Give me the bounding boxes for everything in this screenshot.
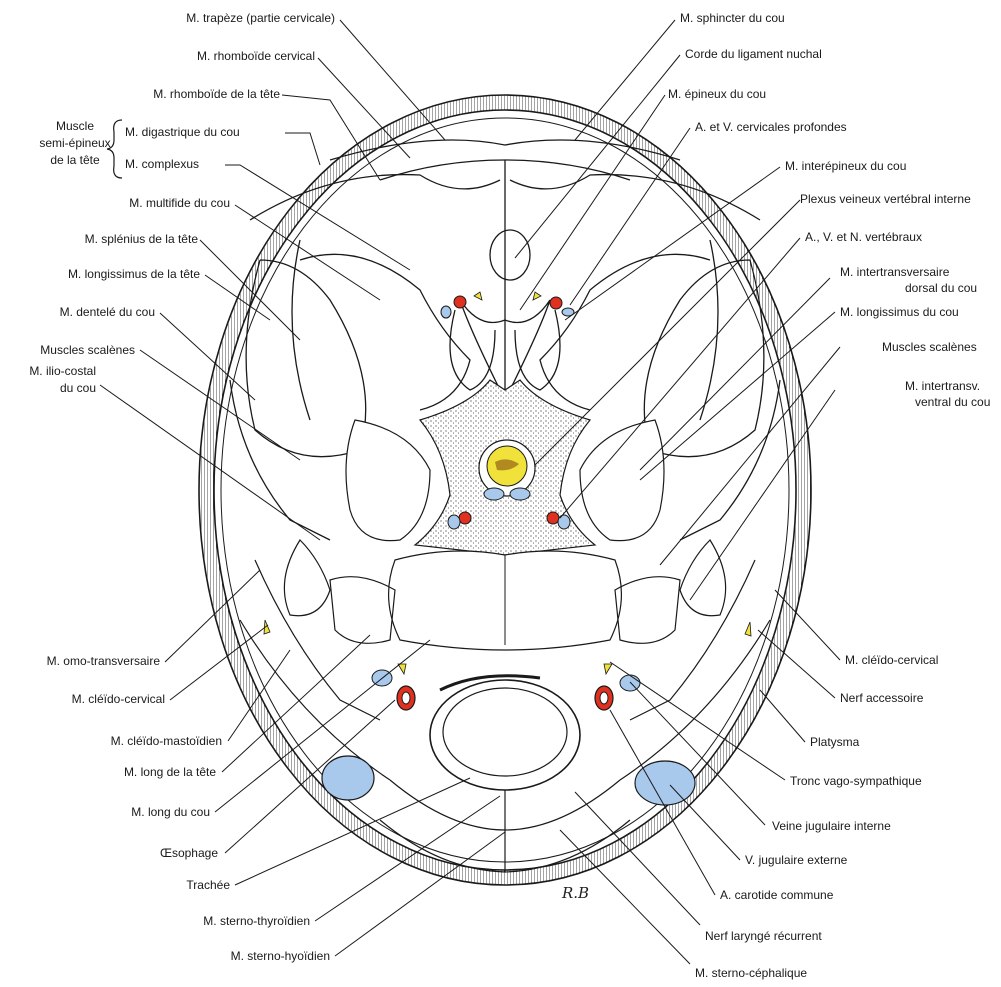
label-rhomboide-tete: M. rhomboïde de la tête <box>153 87 280 101</box>
label-sterno-thyroidien: M. sterno-thyroïdien <box>203 914 310 928</box>
label-cleido-mastoidien: M. cléïdo-mastoïdien <box>111 734 222 748</box>
label-long-tete: M. long de la tête <box>124 765 216 779</box>
label-omo-transversaire: M. omo-transversaire <box>47 654 161 668</box>
label-longissimus-cou: M. longissimus du cou <box>840 305 959 319</box>
label-long-cou: M. long du cou <box>131 805 210 819</box>
label-complexus: M. complexus <box>125 157 199 171</box>
label-digastrique: M. digastrique du cou <box>125 125 240 139</box>
label-carotide: A. carotide commune <box>720 888 834 902</box>
label-longissimus-tete: M. longissimus de la tête <box>68 267 200 281</box>
label-trachee: Trachée <box>186 878 230 892</box>
label-tronc-vago: Tronc vago-sympathique <box>790 774 922 788</box>
label-veine-jugulaire-int: Veine jugulaire interne <box>772 819 891 833</box>
label-semi-epineux-2: semi-épineux <box>39 136 110 150</box>
label-trapeze: M. trapèze (partie cervicale) <box>186 11 335 25</box>
label-semi-epineux-3: de la tête <box>50 153 100 167</box>
label-scalenes-left: Muscles scalènes <box>40 343 135 357</box>
label-dentele: M. dentelé du cou <box>60 305 155 319</box>
label-v-jugulaire-ext: V. jugulaire externe <box>745 853 848 867</box>
label-plexus: Plexus veineux vertébral interne <box>800 192 971 206</box>
label-interepineux: M. interépineux du cou <box>785 159 906 173</box>
label-sterno-cephalique: M. sterno-céphalique <box>695 966 807 980</box>
label-corde: Corde du ligament nuchal <box>685 47 822 61</box>
label-nerf-accessoire: Nerf accessoire <box>840 691 924 705</box>
label-rhomboide-cervical: M. rhomboïde cervical <box>197 49 315 63</box>
label-ilio-costal-2: du cou <box>60 381 96 395</box>
label-nerf-laryngé: Nerf laryngé récurrent <box>705 929 822 943</box>
label-cleido-cervical-left: M. cléïdo-cervical <box>72 692 165 706</box>
label-multifide: M. multifide du cou <box>129 196 230 210</box>
label-av-cervicales: A. et V. cervicales profondes <box>695 120 847 134</box>
label-intertransv-ventral-2: ventral du cou <box>915 395 990 409</box>
label-oesophage: Œsophage <box>160 846 218 860</box>
label-avn-vertebraux: A., V. et N. vertébraux <box>805 230 922 244</box>
label-sterno-hyoidien: M. sterno-hyoïdien <box>231 949 330 963</box>
label-epineux: M. épineux du cou <box>668 87 766 101</box>
label-semi-epineux-1: Muscle <box>56 119 94 133</box>
label-splenius: M. splénius de la tête <box>85 232 199 246</box>
label-cleido-cervical-right: M. cléïdo-cervical <box>845 653 938 667</box>
label-platysma: Platysma <box>810 735 860 749</box>
brace-icon <box>107 120 122 178</box>
label-scalenes-right: Muscles scalènes <box>882 340 977 354</box>
label-intertransv-ventral-1: M. intertransv. <box>905 379 980 393</box>
label-intertrans-dorsal-1: M. intertransversaire <box>840 265 950 279</box>
artist-signature: R.B <box>561 884 589 902</box>
label-sphincter: M. sphincter du cou <box>680 11 785 25</box>
label-intertrans-dorsal-2: dorsal du cou <box>905 281 977 295</box>
label-ilio-costal: M. ilio-costal <box>29 364 96 378</box>
